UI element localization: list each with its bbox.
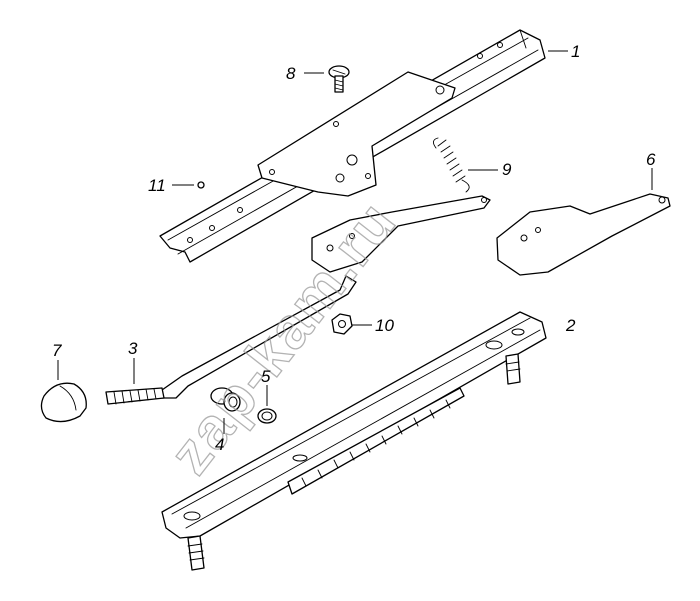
part-2-lower-rail xyxy=(161,311,547,571)
part-1-upper-rail xyxy=(159,29,546,263)
callout-6: 6 xyxy=(646,150,656,169)
callout-11: 11 xyxy=(148,176,166,195)
part-10-nut xyxy=(331,313,353,335)
part-5-washer xyxy=(257,408,277,424)
callout-8: 8 xyxy=(286,64,296,83)
callout-9: 9 xyxy=(502,160,512,179)
callout-labels: 1 2 3 4 5 6 7 8 9 10 11 xyxy=(52,42,656,454)
part-3-lever xyxy=(105,195,491,405)
part-6-plate xyxy=(496,193,671,276)
callout-10: 10 xyxy=(375,316,394,335)
callout-1: 1 xyxy=(571,42,580,61)
part-9-spring xyxy=(433,137,470,193)
part-11-ball xyxy=(197,181,205,189)
part-8-screw xyxy=(328,65,350,93)
callout-4: 4 xyxy=(215,435,224,454)
callout-5: 5 xyxy=(261,367,271,386)
part-7-knob xyxy=(40,382,87,423)
callout-7: 7 xyxy=(52,341,62,360)
callout-2: 2 xyxy=(565,316,576,335)
callout-3: 3 xyxy=(128,339,138,358)
part-4-bushing xyxy=(210,387,241,412)
leader-lines xyxy=(57,50,653,434)
